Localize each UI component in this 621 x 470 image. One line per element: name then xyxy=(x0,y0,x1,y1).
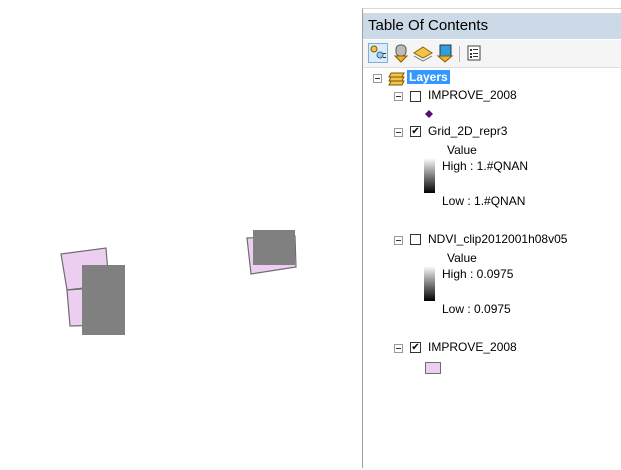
list-by-drawing-order-icon[interactable] xyxy=(368,43,388,63)
panel-title: Table Of Contents xyxy=(363,13,621,39)
point-symbol-icon xyxy=(425,110,433,118)
polygon-symbol-swatch xyxy=(425,362,441,374)
legend-high: High : 0.0975 xyxy=(442,267,514,281)
list-by-selection-icon[interactable] xyxy=(435,43,455,63)
collapse-layer-button[interactable] xyxy=(394,128,403,137)
collapse-layers-button[interactable] xyxy=(373,74,382,83)
layer-name[interactable]: NDVI_clip2012001h08v05 xyxy=(428,232,568,246)
layer-visibility-checkbox[interactable] xyxy=(410,234,421,245)
map-view[interactable] xyxy=(0,0,362,467)
toolbar-separator xyxy=(459,46,460,62)
layer-name[interactable]: IMPROVE_2008 xyxy=(428,88,517,102)
layer-visibility-checkbox[interactable] xyxy=(410,91,421,102)
options-icon[interactable] xyxy=(464,43,484,63)
layer-visibility-checkbox[interactable]: ✔ xyxy=(410,126,421,137)
raster-feature xyxy=(253,230,295,265)
layers-icon xyxy=(388,72,405,86)
legend-low: Low : 0.0975 xyxy=(442,302,511,316)
layer-name[interactable]: Grid_2D_repr3 xyxy=(428,124,508,138)
table-of-contents-panel: Table Of Contents Layers IMPROVE_2008 ✔ … xyxy=(362,8,621,468)
color-ramp xyxy=(424,158,435,193)
toc-toolbar xyxy=(363,40,621,68)
legend-field: Value xyxy=(447,251,477,265)
layers-root[interactable]: Layers xyxy=(407,70,450,84)
collapse-layer-button[interactable] xyxy=(394,236,403,245)
layer-name[interactable]: IMPROVE_2008 xyxy=(428,340,517,354)
legend-high: High : 1.#QNAN xyxy=(442,159,529,173)
legend-low: Low : 1.#QNAN xyxy=(442,194,526,208)
collapse-layer-button[interactable] xyxy=(394,92,403,101)
color-ramp xyxy=(424,266,435,301)
list-by-visibility-icon[interactable] xyxy=(413,43,433,63)
legend-field: Value xyxy=(447,143,477,157)
raster-feature xyxy=(82,265,125,335)
list-by-source-icon[interactable] xyxy=(391,43,411,63)
map-canvas xyxy=(60,230,297,335)
collapse-layer-button[interactable] xyxy=(394,344,403,353)
layer-visibility-checkbox[interactable]: ✔ xyxy=(410,342,421,353)
